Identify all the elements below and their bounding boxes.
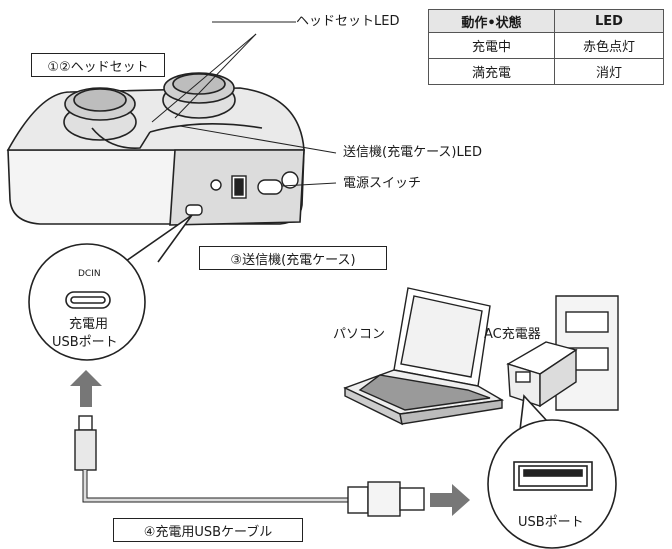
table-cell: 満充電 — [427, 58, 556, 85]
charge-port-label-line1: 充電用 — [69, 317, 109, 332]
ac-charger-label: AC充電器 — [484, 327, 541, 342]
charge-port-label-line2: USBポート — [52, 335, 118, 350]
table-cell: 充電中 — [427, 32, 556, 59]
table-header-state: 動作•状態 — [427, 9, 556, 33]
power-switch-label: 電源スイッチ — [343, 176, 422, 191]
dcin-label: DCIN — [78, 269, 101, 279]
headset-box-label: ①②ヘッドセット — [31, 53, 165, 77]
table-cell: 赤色点灯 — [554, 32, 664, 59]
led-status-table: 動作•状態 LED 充電中 赤色点灯 満充電 消灯 — [427, 9, 664, 85]
charging-case — [6, 87, 305, 226]
table-row: 満充電 消灯 — [427, 58, 664, 85]
table-row: 充電中 赤色点灯 — [427, 32, 664, 59]
dcin-callout — [28, 214, 193, 361]
transmitter-led-label: 送信機(充電ケース)LED — [343, 145, 482, 160]
laptop — [343, 287, 505, 426]
table-cell: 消灯 — [554, 58, 664, 85]
right-arrow — [430, 484, 470, 516]
headset — [63, 72, 263, 149]
ac-charger — [506, 295, 619, 411]
transmitter-box-label: ③送信機(充電ケース) — [199, 246, 387, 270]
table-header-led: LED — [554, 9, 664, 33]
case-ports — [185, 171, 299, 216]
headset-led-label: ヘッドセットLED — [296, 14, 400, 29]
leader-lines — [151, 21, 337, 187]
up-arrow — [70, 370, 102, 407]
usb-cable — [74, 415, 425, 517]
usb-cable-box-label: ④充電用USBケーブル — [113, 518, 303, 542]
usb-port-label: USBポート — [518, 515, 584, 530]
pc-label: パソコン — [333, 327, 386, 342]
usb-port-callout — [487, 394, 617, 549]
